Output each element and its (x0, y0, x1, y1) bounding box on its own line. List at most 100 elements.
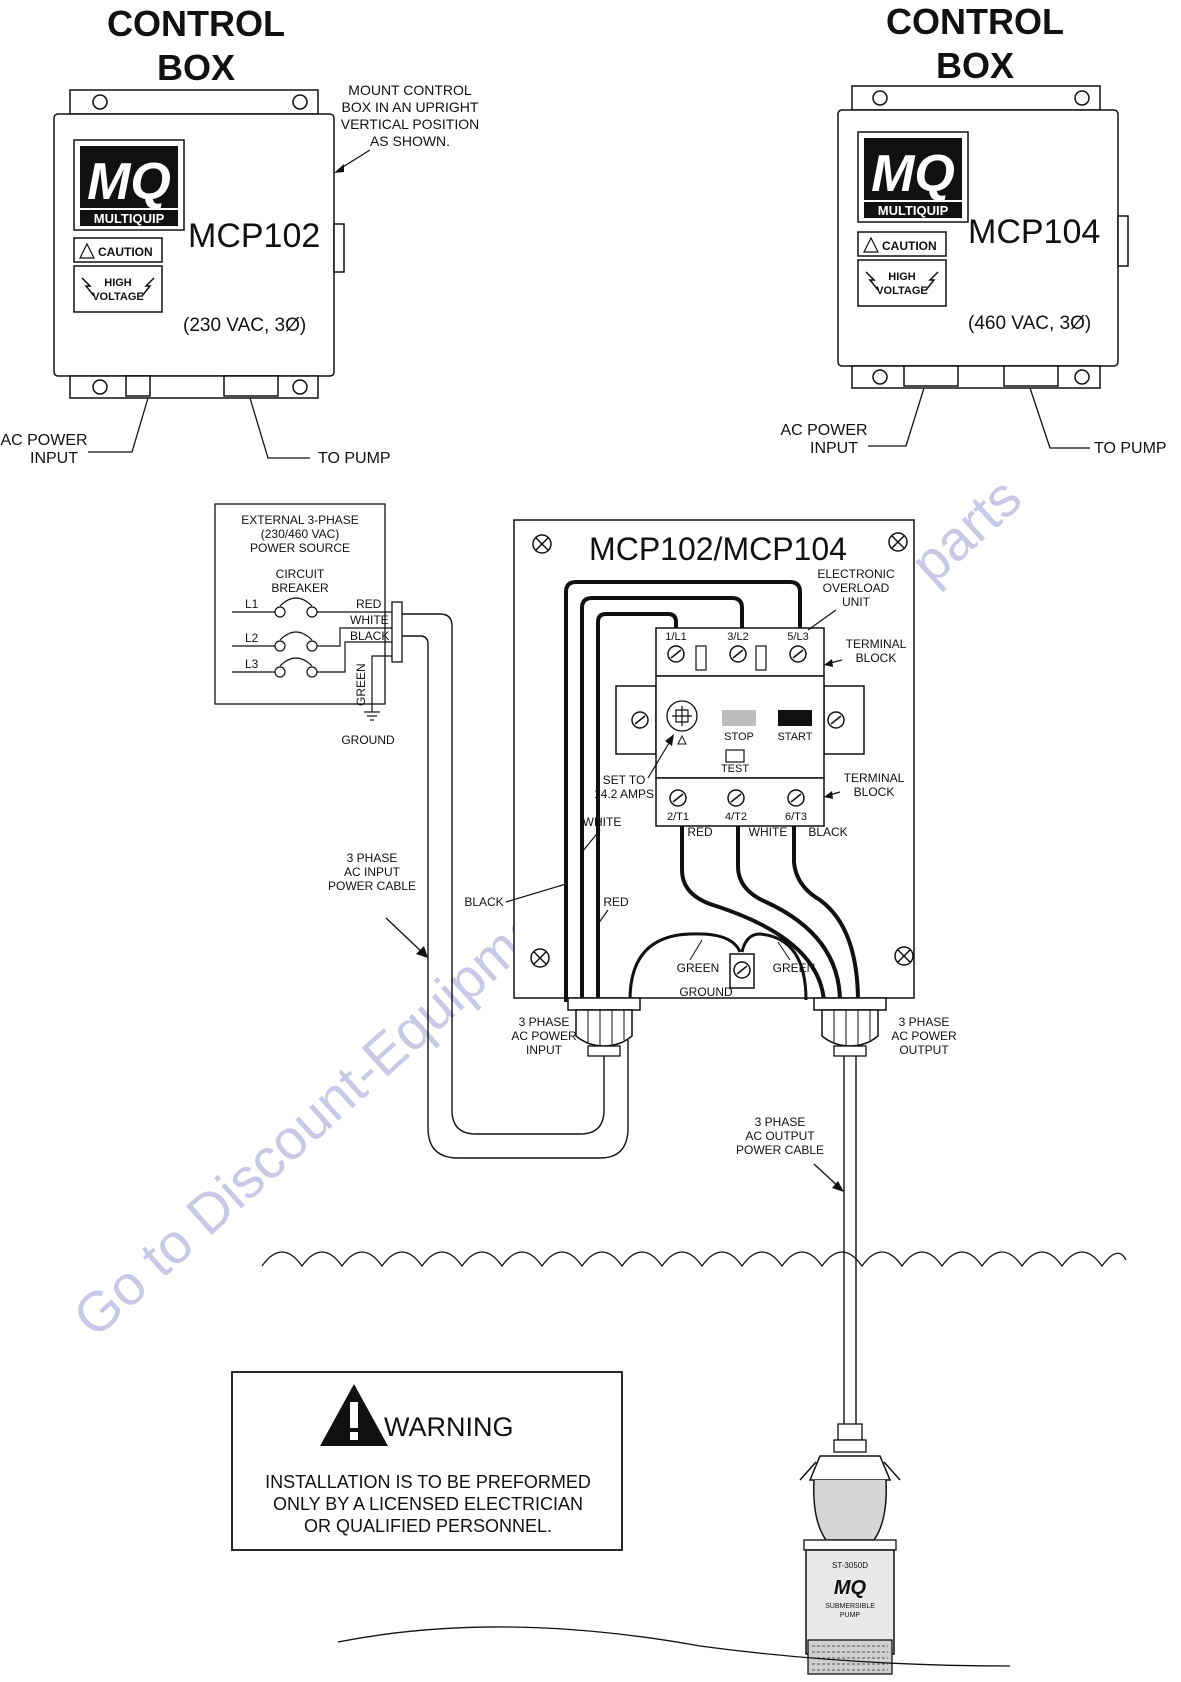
svg-text:MQ: MQ (871, 145, 955, 203)
svg-text:WHITE: WHITE (350, 613, 389, 627)
svg-text:OR QUALIFIED PERSONNEL.: OR QUALIFIED PERSONNEL. (304, 1516, 552, 1536)
svg-text:BREAKER: BREAKER (271, 581, 329, 595)
stop-button[interactable] (722, 710, 756, 726)
control-box-right-heading-1: CONTROL (886, 1, 1064, 42)
external-power-source: EXTERNAL 3-PHASE (230/460 VAC) POWER SOU… (214, 503, 403, 747)
start-button[interactable] (778, 710, 812, 726)
svg-text:3/L2: 3/L2 (727, 631, 748, 643)
test-button[interactable] (725, 749, 745, 763)
control-box-right-heading-2: BOX (936, 45, 1014, 86)
caution-triangle-icon (79, 242, 95, 259)
svg-text:EXTERNAL 3-PHASE: EXTERNAL 3-PHASE (241, 513, 359, 527)
model-mcp104: MCP104 (968, 213, 1100, 251)
svg-text:GREEN: GREEN (354, 663, 368, 706)
input-power-cable: 3 PHASE AC INPUT POWER CABLE (328, 613, 629, 1159)
svg-text:MOUNT CONTROL: MOUNT CONTROL (348, 82, 472, 98)
svg-text:ELECTRONIC: ELECTRONIC (817, 567, 895, 581)
box-latch (333, 223, 345, 273)
wiring-panel: MCP102/MCP104 1/L1 3/L2 5/L3 STOP START … (464, 519, 915, 1003)
svg-text:3 PHASE: 3 PHASE (755, 1115, 806, 1129)
svg-text:3 PHASE: 3 PHASE (347, 851, 398, 865)
pump-strainer (807, 1639, 893, 1675)
svg-text:5/L3: 5/L3 (787, 631, 808, 643)
svg-text:CIRCUIT: CIRCUIT (276, 567, 325, 581)
water-surface (261, 1251, 1127, 1268)
svg-text:WHITE: WHITE (749, 825, 788, 839)
lightning-icon (81, 277, 95, 297)
svg-text:BLOCK: BLOCK (854, 785, 895, 799)
svg-text:BOX IN AN UPRIGHT: BOX IN AN UPRIGHT (342, 99, 479, 115)
svg-text:SET TO: SET TO (603, 773, 646, 787)
svg-text:RED: RED (687, 825, 713, 839)
pump-logo: MQ (834, 1577, 867, 1599)
logo-text: MULTIQUIP (94, 211, 165, 226)
submersible-pump: ST-3050D MQ SUBMERSIBLE PUMP (799, 1423, 901, 1675)
svg-text:SUBMERSIBLE: SUBMERSIBLE (825, 1603, 875, 1610)
svg-text:POWER CABLE: POWER CABLE (736, 1143, 824, 1157)
caution-text: CAUTION (98, 245, 153, 259)
caution-triangle-icon (863, 236, 879, 253)
svg-text:UNIT: UNIT (842, 595, 871, 609)
svg-text:AC OUTPUT: AC OUTPUT (745, 1129, 815, 1143)
svg-text:3 PHASE: 3 PHASE (899, 1015, 950, 1029)
svg-text:RED: RED (603, 895, 629, 909)
svg-text:TERMINAL: TERMINAL (844, 771, 905, 785)
svg-text:3 PHASE: 3 PHASE (519, 1015, 570, 1029)
svg-text:STOP: STOP (724, 731, 754, 743)
control-box-left-heading-2: BOX (157, 47, 235, 88)
svg-text:GREEN: GREEN (677, 961, 720, 975)
svg-text:BLOCK: BLOCK (856, 651, 897, 665)
svg-text:TERMINAL: TERMINAL (846, 637, 907, 651)
svg-text:AC INPUT: AC INPUT (344, 865, 401, 879)
svg-text:L2: L2 (245, 631, 259, 645)
ground-line (337, 1626, 1011, 1667)
svg-text:2/T1: 2/T1 (667, 811, 689, 823)
warning-title: WARNING (384, 1412, 514, 1442)
svg-text:GROUND: GROUND (341, 733, 395, 747)
svg-text:TO PUMP: TO PUMP (1094, 440, 1167, 457)
svg-text:POWER CABLE: POWER CABLE (328, 879, 416, 893)
svg-text:BLACK: BLACK (464, 895, 503, 909)
svg-text:AC POWER: AC POWER (780, 422, 867, 439)
svg-text:VERTICAL POSITION: VERTICAL POSITION (341, 116, 479, 132)
high-voltage-label (73, 265, 163, 313)
svg-text:POWER SOURCE: POWER SOURCE (250, 541, 350, 555)
svg-text:MULTIQUIP: MULTIQUIP (878, 203, 949, 218)
svg-text:BLACK: BLACK (350, 629, 389, 643)
svg-text:VOLTAGE: VOLTAGE (876, 285, 928, 297)
svg-text:RED: RED (356, 597, 382, 611)
svg-text:(230/460 VAC): (230/460 VAC) (261, 527, 340, 541)
svg-text:START: START (777, 731, 812, 743)
model-mcp102: MCP102 (188, 217, 320, 255)
svg-text:INPUT: INPUT (30, 450, 78, 467)
voltage-460: (460 VAC, 3Ø) (968, 313, 1091, 334)
svg-text:PUMP: PUMP (840, 1612, 861, 1619)
svg-text:INPUT: INPUT (526, 1043, 563, 1057)
svg-text:AC POWER: AC POWER (891, 1029, 957, 1043)
control-box-left: CONTROL BOX MQ MULTIQUIP CAUTION HIGH VO… (0, 3, 479, 467)
source-connector (391, 601, 403, 663)
svg-text:TEST: TEST (721, 763, 749, 775)
svg-text:14.2 AMPS: 14.2 AMPS (594, 787, 654, 801)
svg-text:L1: L1 (245, 597, 259, 611)
svg-text:OUTPUT: OUTPUT (899, 1043, 949, 1057)
svg-text:HIGH: HIGH (888, 271, 916, 283)
svg-text:ST-3050D: ST-3050D (832, 1561, 868, 1570)
mount-bracket-top (69, 89, 319, 115)
svg-text:L3: L3 (245, 657, 259, 671)
control-box-left-heading-1: CONTROL (107, 3, 285, 44)
svg-text:TO PUMP: TO PUMP (318, 450, 391, 467)
svg-text:WHITE: WHITE (583, 815, 622, 829)
lightning-icon (865, 271, 879, 291)
control-box-right: CONTROL BOX MQ MULTIQUIP CAUTION HIGH VO… (780, 1, 1166, 457)
svg-text:INPUT: INPUT (810, 440, 858, 457)
svg-text:HIGH: HIGH (104, 277, 132, 289)
svg-text:INSTALLATION IS TO BE PREFORME: INSTALLATION IS TO BE PREFORMED (265, 1472, 591, 1492)
svg-text:ONLY BY A LICENSED ELECTRICIAN: ONLY BY A LICENSED ELECTRICIAN (273, 1494, 583, 1514)
warning-box: WARNING INSTALLATION IS TO BE PREFORMED … (231, 1371, 623, 1551)
voltage-230: (230 VAC, 3Ø) (183, 315, 306, 336)
svg-text:GREEN: GREEN (773, 961, 816, 975)
output-power-cable: 3 PHASE AC OUTPUT POWER CABLE (736, 1056, 857, 1424)
svg-text:6/T3: 6/T3 (785, 811, 807, 823)
